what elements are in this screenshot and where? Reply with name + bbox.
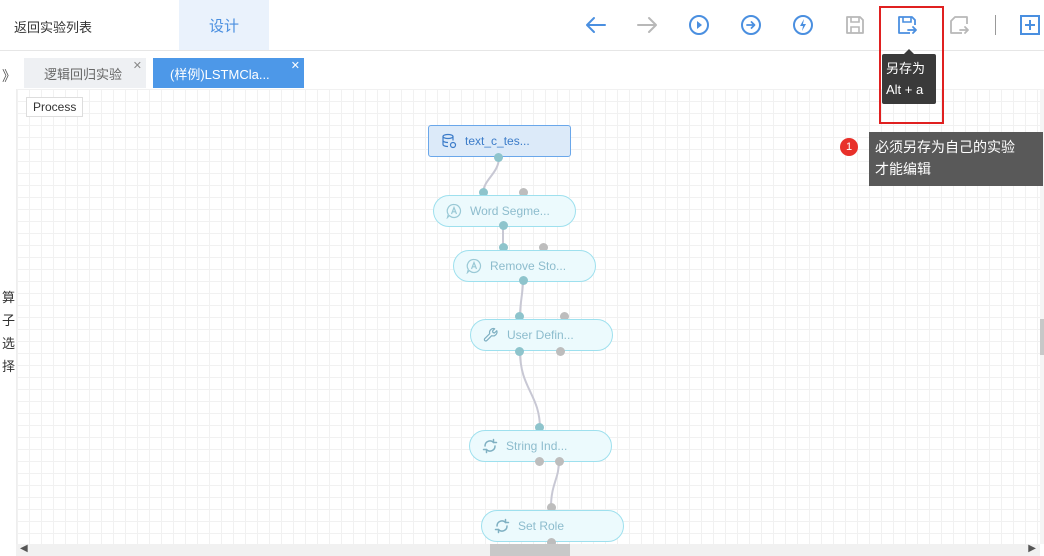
add-button[interactable] — [1017, 12, 1043, 38]
scroll-left-icon[interactable]: ◀ — [20, 543, 28, 554]
save-as-highlight-box — [879, 6, 944, 124]
back-to-experiment-list-link[interactable]: 返回实验列表 — [14, 20, 93, 35]
run-from-here-button[interactable] — [738, 12, 764, 38]
export-icon — [950, 16, 969, 34]
close-icon[interactable]: ✕ — [290, 60, 300, 72]
undo-button[interactable] — [583, 12, 609, 38]
doc-tab-label: (样例)LSTMCla... — [170, 66, 270, 82]
scrollbar-thumb[interactable] — [1040, 319, 1044, 355]
node-label: Word Segme... — [470, 204, 550, 218]
process-label: Process — [26, 97, 84, 117]
quick-run-button[interactable] — [790, 12, 816, 38]
input-port[interactable] — [499, 243, 508, 252]
node-remove-stopwords[interactable]: Remove Sto... — [453, 250, 596, 282]
output-port[interactable] — [515, 347, 524, 356]
output-port[interactable] — [519, 276, 528, 285]
output-port[interactable] — [499, 221, 508, 230]
arrow-left-icon — [586, 17, 606, 33]
export-button[interactable] — [946, 12, 972, 38]
play-circle-icon — [689, 15, 709, 35]
output-port[interactable] — [555, 457, 564, 466]
expand-sidebar-button[interactable]: 》 — [2, 68, 16, 84]
tooltip-arrow — [904, 49, 914, 54]
run-button[interactable] — [686, 12, 712, 38]
vertical-scrollbar[interactable] — [1040, 89, 1044, 544]
wrench-icon — [483, 327, 498, 342]
redo-button[interactable] — [634, 12, 660, 38]
input-port[interactable] — [560, 312, 569, 321]
tab-design[interactable]: 设计 — [179, 0, 269, 50]
refresh-icon — [494, 518, 510, 534]
output-port[interactable] — [494, 153, 503, 162]
process-canvas[interactable]: Process text_c_tes... Word Segme... — [16, 89, 1041, 544]
save-as-icon — [898, 16, 917, 34]
close-icon[interactable]: ✕ — [132, 60, 142, 72]
lightning-circle-icon — [793, 15, 813, 35]
operator-selection-label[interactable]: 算 子 选 择 — [2, 290, 16, 374]
node-text-c-test[interactable]: text_c_tes... — [428, 125, 571, 157]
node-label: Set Role — [518, 519, 565, 533]
scroll-right-icon[interactable]: ▶ — [1028, 543, 1036, 554]
save-as-tooltip: 另存为 Alt + a — [882, 49, 936, 104]
toolbar-separator — [995, 15, 996, 35]
node-label: String Ind... — [506, 439, 568, 453]
text-a-icon — [446, 203, 462, 219]
save-button[interactable] — [842, 12, 868, 38]
scrollbar-thumb[interactable] — [490, 544, 570, 556]
plus-square-icon — [1020, 15, 1040, 35]
input-port[interactable] — [539, 243, 548, 252]
output-port[interactable] — [535, 457, 544, 466]
arrow-circle-icon — [741, 15, 761, 35]
input-port[interactable] — [515, 312, 524, 321]
node-set-role[interactable]: Set Role — [481, 510, 624, 542]
input-port[interactable] — [519, 188, 528, 197]
input-port[interactable] — [547, 503, 556, 512]
doc-tab-logistic-regression[interactable]: 逻辑回归实验 ✕ — [24, 58, 146, 88]
save-as-button[interactable] — [894, 12, 920, 38]
input-port[interactable] — [479, 188, 488, 197]
save-icon — [846, 16, 864, 34]
node-label: User Defin... — [507, 328, 574, 342]
arrow-right-icon — [637, 17, 657, 33]
input-port[interactable] — [535, 423, 544, 432]
top-bar: 返回实验列表 设计 — [0, 0, 1044, 51]
node-label: text_c_tes... — [465, 134, 530, 148]
output-port[interactable] — [547, 538, 556, 544]
node-user-defined[interactable]: User Defin... — [470, 319, 613, 351]
database-icon — [442, 133, 457, 149]
callout-note: 必须另存为自己的实验 才能编辑 — [869, 132, 1043, 186]
node-label: Remove Sto... — [490, 259, 567, 273]
callout-number-badge: 1 — [840, 138, 858, 156]
output-port[interactable] — [556, 347, 565, 356]
refresh-icon — [482, 438, 498, 454]
doc-tab-lstm-sample[interactable]: (样例)LSTMCla... ✕ — [153, 58, 304, 88]
horizontal-scrollbar[interactable]: ◀ ▶ — [16, 543, 1040, 556]
text-a-icon — [466, 258, 482, 274]
doc-tab-label: 逻辑回归实验 — [44, 66, 123, 82]
